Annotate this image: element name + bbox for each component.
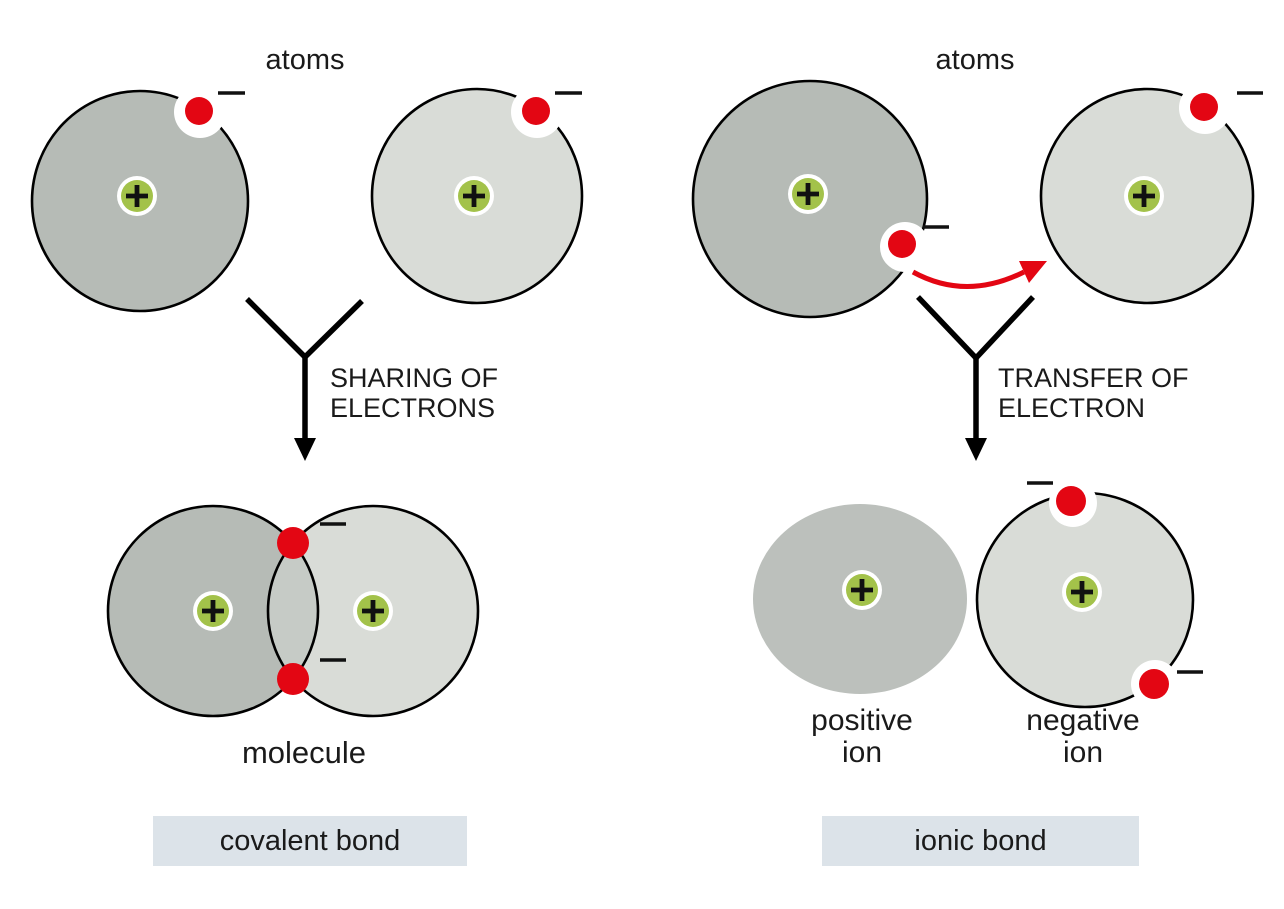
merge-arrow-left xyxy=(245,297,364,461)
electron-dot xyxy=(185,97,213,125)
electron-dot xyxy=(1056,486,1086,516)
transfer-label-line1: TRANSFER OF xyxy=(998,363,1189,393)
sharing-of-electrons-label: SHARING OF ELECTRONS xyxy=(330,363,498,423)
nucleus xyxy=(193,591,233,631)
molecule-group xyxy=(106,504,480,718)
positive-ion-label: positive ion xyxy=(811,705,913,769)
merge-arrow-right xyxy=(916,295,1036,461)
transfer-label-line2: ELECTRON xyxy=(998,393,1146,423)
arrowhead-icon xyxy=(965,438,987,461)
shared-electron-dot xyxy=(277,527,309,559)
electron-dot xyxy=(522,97,550,125)
plus-icon xyxy=(202,600,224,622)
molecule-overlap-lens xyxy=(268,543,318,679)
nucleus xyxy=(117,176,157,216)
molecule-label: molecule xyxy=(241,735,367,770)
positive-ion-label-line1: positive xyxy=(811,704,913,737)
molecule-outline xyxy=(266,504,480,718)
right-atoms-title: atoms xyxy=(935,44,1015,76)
left-atoms-title: atoms xyxy=(265,44,345,76)
ions-group xyxy=(753,479,1203,709)
arrowhead-icon xyxy=(294,438,316,461)
plus-icon xyxy=(851,579,873,601)
negative-ion-label-line2: ion xyxy=(1062,736,1104,769)
electron-dot xyxy=(1190,93,1218,121)
electron-dot xyxy=(1139,669,1169,699)
nucleus xyxy=(353,591,393,631)
transfer-of-electron-label: TRANSFER OF ELECTRON xyxy=(998,363,1189,423)
shared-electron-dot xyxy=(277,663,309,695)
covalent-atoms-group xyxy=(30,86,584,313)
nucleus xyxy=(788,174,828,214)
plus-icon xyxy=(797,183,819,205)
nucleus xyxy=(1124,176,1164,216)
ionic-atoms-group xyxy=(691,79,1263,319)
nucleus xyxy=(842,570,882,610)
nucleus xyxy=(1062,572,1102,612)
electron-dot xyxy=(888,230,916,258)
transfer-arrowhead-icon xyxy=(1019,261,1047,283)
plus-icon xyxy=(362,600,384,622)
nucleus xyxy=(454,176,494,216)
molecule-outline xyxy=(106,504,320,718)
plus-icon xyxy=(126,185,148,207)
plus-icon xyxy=(463,185,485,207)
sharing-label-line1: SHARING OF xyxy=(330,363,499,393)
ionic-bond-label: ionic bond xyxy=(914,824,1047,857)
plus-icon xyxy=(1133,185,1155,207)
negative-ion-label-line1: negative xyxy=(1026,704,1140,737)
covalent-bond-label: covalent bond xyxy=(219,824,401,857)
negative-ion-label: negative ion xyxy=(1026,705,1139,769)
covalent-bond-box xyxy=(153,816,467,866)
ionic-bond-box xyxy=(822,816,1139,866)
sharing-label-line2: ELECTRONS xyxy=(330,393,496,423)
transfer-arrow xyxy=(911,261,1047,289)
positive-ion-label-line2: ion xyxy=(841,736,883,769)
plus-icon xyxy=(1071,581,1093,603)
